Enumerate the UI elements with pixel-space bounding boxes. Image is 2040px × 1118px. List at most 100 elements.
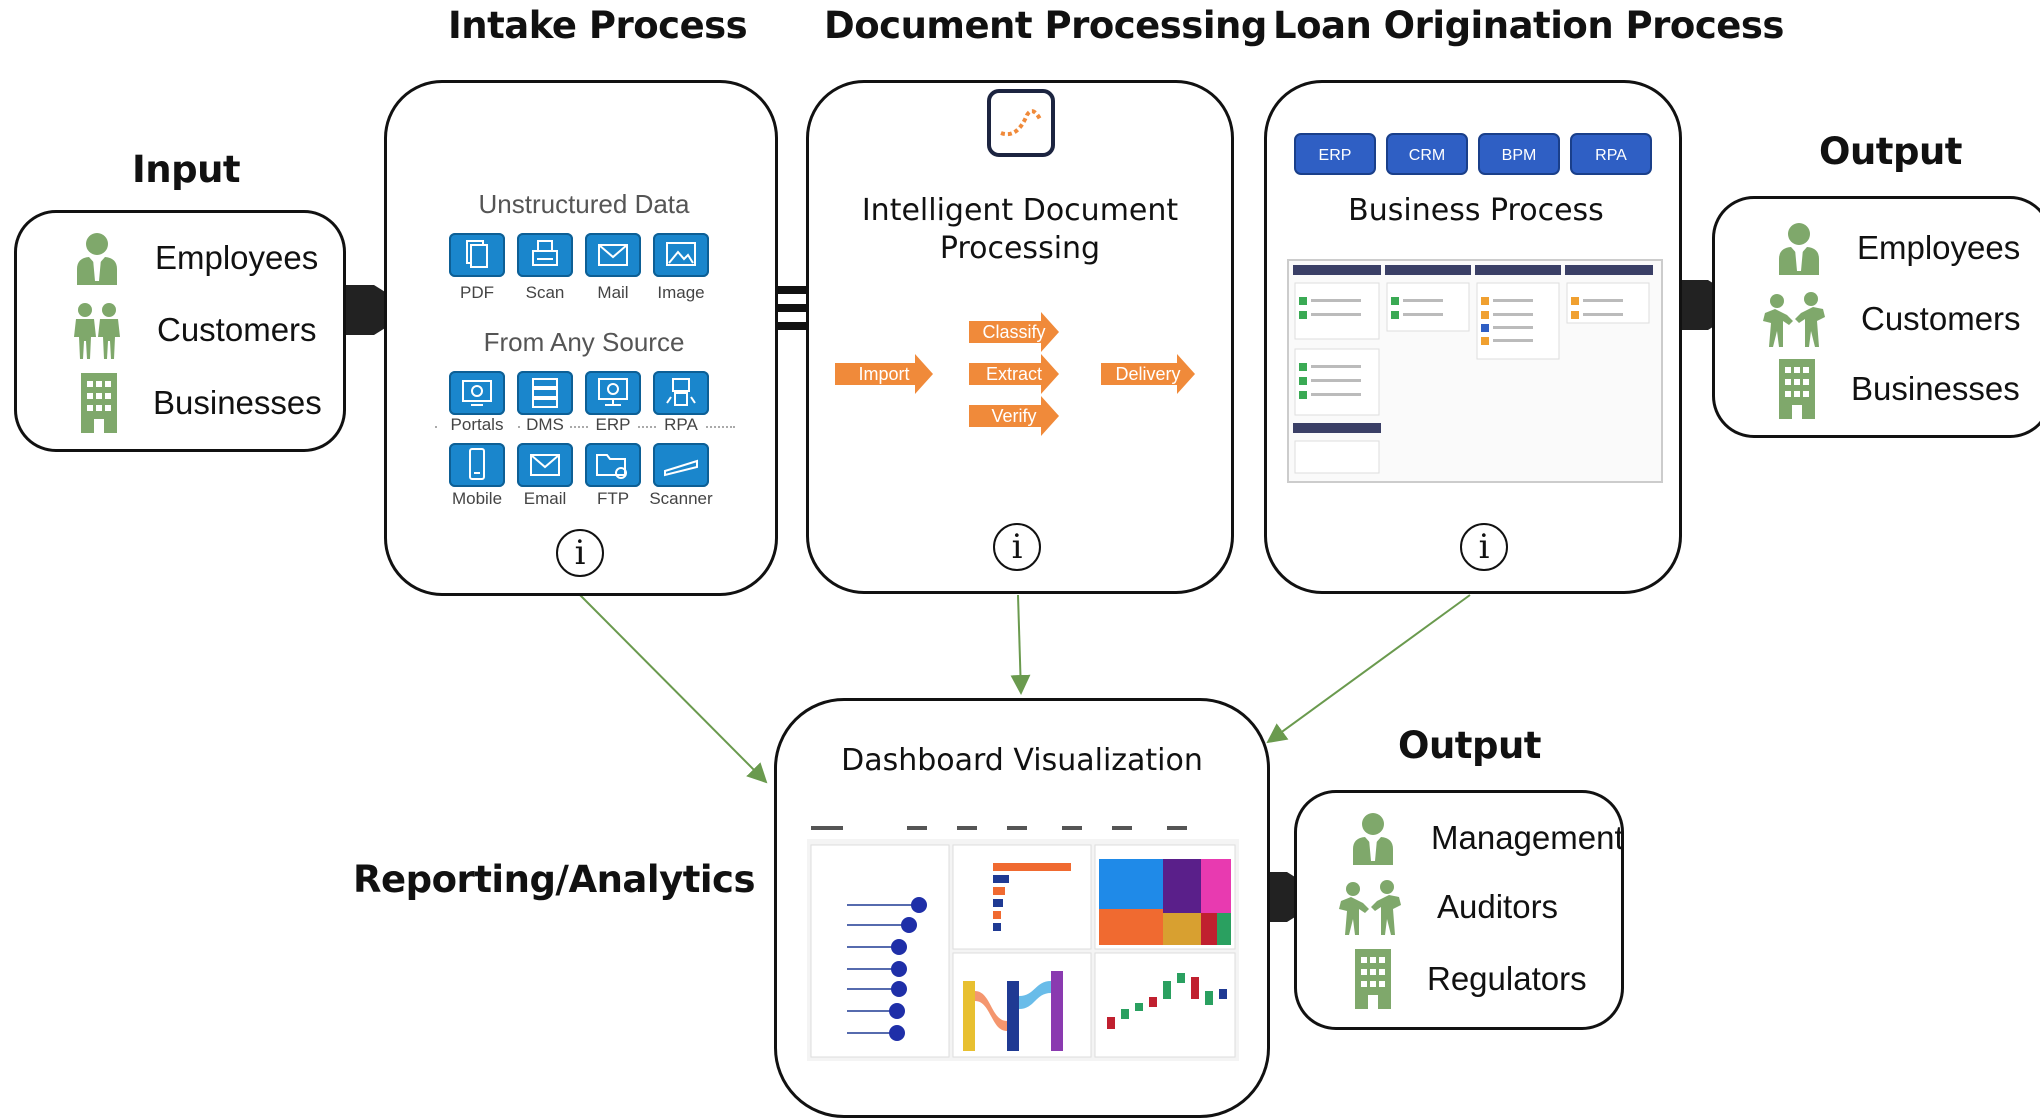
delivery-label: Delivery	[1115, 364, 1181, 384]
loan-to-dashboard-line	[1266, 594, 1471, 744]
intake-process-box: Unstructured Data PDF Scan Mail Image Fr…	[384, 80, 778, 596]
output-bottom-box: Management Auditors Regulators	[1294, 790, 1624, 1030]
from-any-source-title: From Any Source	[483, 327, 685, 357]
loan-info-icon[interactable]: i	[1460, 523, 1508, 571]
pdf-tile	[449, 233, 505, 277]
loan-origination-heading: Loan Origination Process	[1273, 4, 1784, 47]
verify-arrow	[969, 396, 1059, 436]
import-label: Import	[858, 364, 910, 384]
customers-icon	[74, 303, 120, 359]
rpa-label: RPA	[656, 415, 706, 435]
reporting-analytics-heading: Reporting/Analytics	[353, 858, 756, 901]
intake-document-link	[757, 286, 823, 330]
idp-flow	[835, 312, 1195, 436]
document-to-dashboard-line	[1010, 594, 1031, 695]
input-box: Employees Customers Businesses	[14, 210, 346, 452]
customers-icon	[1339, 880, 1401, 935]
extract-arrow	[969, 354, 1059, 394]
output-bottom-heading: Output	[1398, 724, 1542, 767]
dashboard-title: Dashboard Visualization	[841, 743, 1203, 778]
portals-icon	[462, 380, 492, 406]
document-processing-heading: Document Processing	[824, 4, 1267, 47]
dashboard-preview	[807, 821, 1239, 1061]
ftp-icon	[596, 454, 627, 479]
output-bottom-item-regulators: Regulators	[1353, 949, 1587, 1009]
input-item-label: Employees	[155, 239, 319, 276]
employee-icon	[77, 233, 117, 285]
output-top-item-label: Customers	[1861, 300, 2021, 337]
input-heading: Input	[132, 148, 241, 191]
document-processing-box: Intelligent Document Processing Import C…	[806, 80, 1234, 594]
output-bottom-item-label: Auditors	[1437, 888, 1559, 925]
extract-label: Extract	[985, 364, 1042, 384]
crm-pill: CRM	[1386, 133, 1468, 175]
input-item-businesses: Businesses	[79, 373, 322, 433]
delivery-step: Delivery	[1101, 358, 1195, 390]
import-arrow	[835, 354, 933, 394]
mobile-icon	[469, 448, 485, 480]
mail-label: Mail	[597, 283, 629, 302]
erp-tile	[585, 371, 641, 415]
email-label: Email	[523, 489, 567, 508]
loan-origination-box: ERP CRM BPM RPA Business Process i	[1264, 80, 1682, 594]
idp-title-line1: Intelligent Document	[861, 193, 1179, 228]
image-tile	[653, 233, 709, 277]
output-top-item-businesses: Businesses	[1777, 359, 2020, 419]
import-step: Import	[835, 358, 933, 390]
input-item-customers: Customers	[71, 301, 317, 359]
portals-tile	[449, 371, 505, 415]
input-item-employees: Employees	[73, 231, 318, 285]
idp-title-line2: Processing	[939, 231, 1101, 266]
scanner-icon	[664, 459, 698, 477]
output-top-item-customers: Customers	[1761, 291, 2021, 347]
robot-icon	[666, 378, 696, 406]
output-top-heading: Output	[1819, 130, 1963, 173]
dms-label: DMS	[520, 415, 570, 435]
mail-tile	[585, 233, 641, 277]
input-item-label: Customers	[157, 311, 317, 348]
output-bottom-item-auditors: Auditors	[1337, 879, 1558, 935]
scanner-label: Scanner	[649, 489, 713, 508]
intake-to-dashboard-line	[579, 594, 768, 784]
source-divider	[435, 426, 735, 428]
output-top-item-employees: Employees	[1775, 221, 2020, 275]
erp-pill: ERP	[1294, 133, 1376, 175]
rpa-tile	[653, 371, 709, 415]
delivery-arrow	[1101, 354, 1195, 394]
business-process-board	[1287, 259, 1663, 483]
document-info-icon[interactable]: i	[993, 523, 1041, 571]
dms-icon	[532, 378, 558, 408]
intake-info-icon[interactable]: i	[556, 529, 604, 577]
employee-icon	[1779, 223, 1819, 275]
extract-step: Extract	[969, 358, 1059, 390]
intake-process-heading: Intake Process	[448, 4, 748, 47]
scan-tile	[517, 233, 573, 277]
output-bottom-item-management: Management	[1349, 811, 1624, 865]
dashboard-box: Dashboard Visualization	[774, 698, 1270, 1118]
verify-step: Verify	[969, 400, 1059, 432]
image-icon	[666, 242, 696, 266]
mail-icon	[598, 244, 628, 266]
mobile-label: Mobile	[451, 489, 503, 508]
email-icon	[530, 454, 560, 476]
mobile-tile	[449, 443, 505, 487]
building-icon	[1355, 949, 1391, 1009]
input-item-label: Businesses	[153, 384, 322, 421]
ftp-label: FTP	[596, 489, 630, 508]
rpa-pill: RPA	[1570, 133, 1652, 175]
building-icon	[1779, 359, 1815, 419]
dms-tile	[517, 371, 573, 415]
unstructured-data-title: Unstructured Data	[478, 189, 690, 219]
building-icon	[81, 373, 117, 433]
classify-arrow	[969, 312, 1059, 352]
scan-label: Scan	[525, 283, 565, 302]
pdf-label: PDF	[460, 283, 494, 302]
pdf-icon	[466, 240, 488, 268]
output-bottom-item-label: Management	[1431, 819, 1624, 856]
idp-logo-icon	[987, 89, 1055, 157]
classify-step: Classify	[969, 316, 1059, 348]
scanner-tile	[653, 443, 709, 487]
erp-icon	[598, 378, 628, 406]
bpm-pill: BPM	[1478, 133, 1560, 175]
ftp-tile	[585, 443, 641, 487]
